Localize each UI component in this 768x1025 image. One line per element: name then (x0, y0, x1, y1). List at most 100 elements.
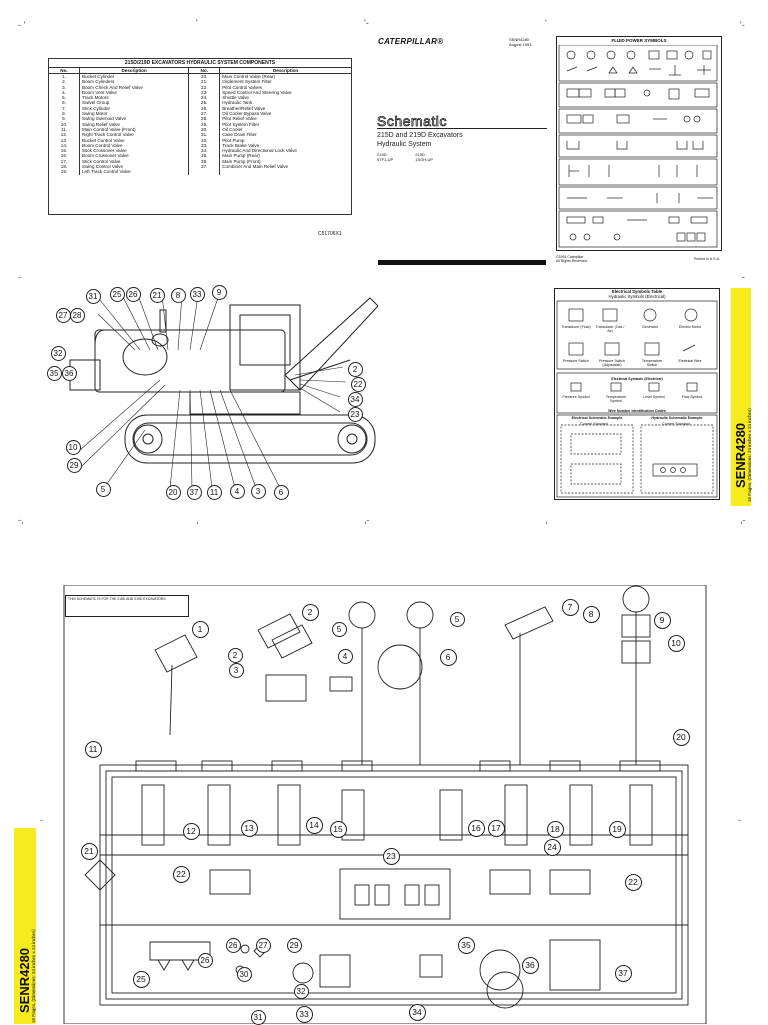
est-title: Electrical Symbols Table (611, 289, 663, 294)
machine-callout: 2 (347, 361, 363, 377)
machine-callout: 6 (273, 484, 289, 500)
component-number: 27. (188, 111, 221, 117)
copyright-line: ©1993 Caterpillar (556, 255, 584, 259)
component-description: Pilot Relief Valve (222, 116, 257, 122)
schematic-callout: 13 (240, 819, 258, 837)
symbol-label: Flow Symbol (681, 395, 703, 399)
component-number: 22. (188, 84, 221, 90)
schematic-callout: 26 (197, 952, 213, 968)
fluid-power-header: FLUID POWER SYMBOLS (611, 38, 667, 43)
component-number: 36. (188, 158, 221, 165)
component-description: Pilot Pump (222, 137, 245, 143)
schematic-callout: 25 (132, 970, 150, 988)
components-grid: No. Description No. Description 1.Bucket… (49, 68, 351, 175)
schematic-callout: 17 (487, 819, 505, 837)
machine-callout: 20 (165, 484, 181, 500)
schematic-callout: 21 (80, 842, 98, 860)
component-number: 5. (49, 95, 80, 101)
schematic-subtitle: 215D and 219D Excavators Hydraulic Syste… (377, 128, 547, 149)
symbol-label: Electric Motor (679, 325, 701, 329)
component-number: 16. (49, 153, 80, 159)
components-table-title: 215D/219D EXCAVATORS HYDRAULIC SYSTEM CO… (49, 59, 351, 68)
component-number: 3. (49, 84, 80, 90)
crop-mark: ,- (740, 515, 746, 525)
senr-tab-top: SENR4280 16 Pages, (Dimensions: 34 inche… (731, 288, 752, 506)
crop-mark: -, (18, 515, 24, 525)
component-description: Pilot System Filter (222, 121, 260, 127)
component-number: 12. (49, 132, 80, 138)
machine-callout: 31 (85, 288, 101, 304)
component-description: Swing Relief Valve (79, 121, 190, 127)
component-description: Left Track Control Valve (79, 169, 190, 175)
component-description: Swing Control Valve (79, 164, 190, 170)
component-description: Oil Cooler Bypass Valve (222, 111, 272, 117)
schematic-callout: 1 (191, 620, 209, 638)
schematic-callout: 22 (172, 865, 190, 883)
component-number: 19. (49, 169, 80, 175)
component-number: 17. (49, 158, 80, 165)
serial-range: 1SGH-UP (415, 157, 434, 162)
tab-code: SENR4280 (17, 947, 32, 1013)
symbol-label: Temperature Switch (641, 359, 663, 367)
component-description: Right Track Control Valve (79, 132, 190, 138)
symbol-label: Level Symbol (643, 395, 665, 399)
tab-code: SENR4280 (733, 422, 748, 488)
schematic-callout: 19 (608, 820, 626, 838)
component-description: Boom Check And Relief Valve (79, 84, 190, 90)
schematic-callout: 5 (331, 621, 347, 637)
schematic-callout: 16 (467, 819, 485, 837)
component-number (188, 169, 221, 175)
component-number: 33. (188, 142, 221, 149)
component-description: Main Control Valve (Rear) (222, 74, 275, 79)
serial-numbers: 215D:5TF1-UP 219D:1SGH-UP (377, 152, 433, 162)
machine-callout: 10 (65, 439, 81, 455)
symbol-label: Transducer (Gas / Air) (595, 325, 625, 333)
schematic-callout: 33 (295, 1005, 313, 1023)
component-number: 15. (49, 148, 80, 154)
component-number: 28. (188, 116, 221, 122)
tab-pages: 16 Pages, (Dimensions: 34 inches x 24 in… (31, 929, 36, 1023)
component-number: 10. (49, 121, 80, 127)
component-description: Boom Crossover Valve (79, 153, 190, 159)
machine-callout: 5 (95, 481, 111, 497)
schematic-callout: 6 (439, 648, 457, 666)
crop-mark: - (40, 815, 43, 825)
serial-model: 219D: (415, 152, 426, 157)
components-table: 215D/219D EXCAVATORS HYDRAULIC SYSTEM CO… (48, 58, 352, 215)
schematic-callout: 14 (305, 816, 323, 834)
machine-side-view (69, 291, 379, 489)
component-description: Swing Motor (79, 111, 190, 117)
schematic-callout: 32 (293, 983, 309, 999)
component-description: Boom Cylinders (79, 79, 190, 85)
machine-callout: 4 (229, 483, 245, 499)
machine-callout: 36 (61, 365, 77, 381)
example-standard: Current Standard (662, 422, 690, 426)
machine-callout: 34 (347, 391, 363, 407)
crop-mark: '- (740, 20, 745, 30)
schematic-callout: 31 (250, 1009, 266, 1025)
schematic-callout: 34 (408, 1003, 426, 1021)
crop-mark: ' (196, 18, 198, 28)
schematic-callout: 26 (225, 937, 241, 953)
doc-date: August 1993 (509, 42, 532, 47)
component-number: 20. (188, 73, 221, 80)
symbol-label: Pressure Switch (563, 359, 589, 363)
component-number: 25. (188, 100, 221, 106)
component-number: 18. (49, 164, 80, 170)
component-description: Combiner And Main Relief Valve (222, 164, 289, 170)
component-description: Track Brake Valve (222, 142, 260, 148)
crop-mark: '- (364, 18, 369, 28)
symbol-label: Transducer (Fluid) (561, 325, 591, 329)
subtitle-line: Hydraulic System (377, 141, 432, 148)
component-number: 26. (188, 105, 221, 112)
table-row: 19.Left Track Control Valve (49, 169, 351, 175)
schematic-callout: 37 (614, 964, 632, 982)
component-description: Stick Control Valve (79, 158, 190, 165)
